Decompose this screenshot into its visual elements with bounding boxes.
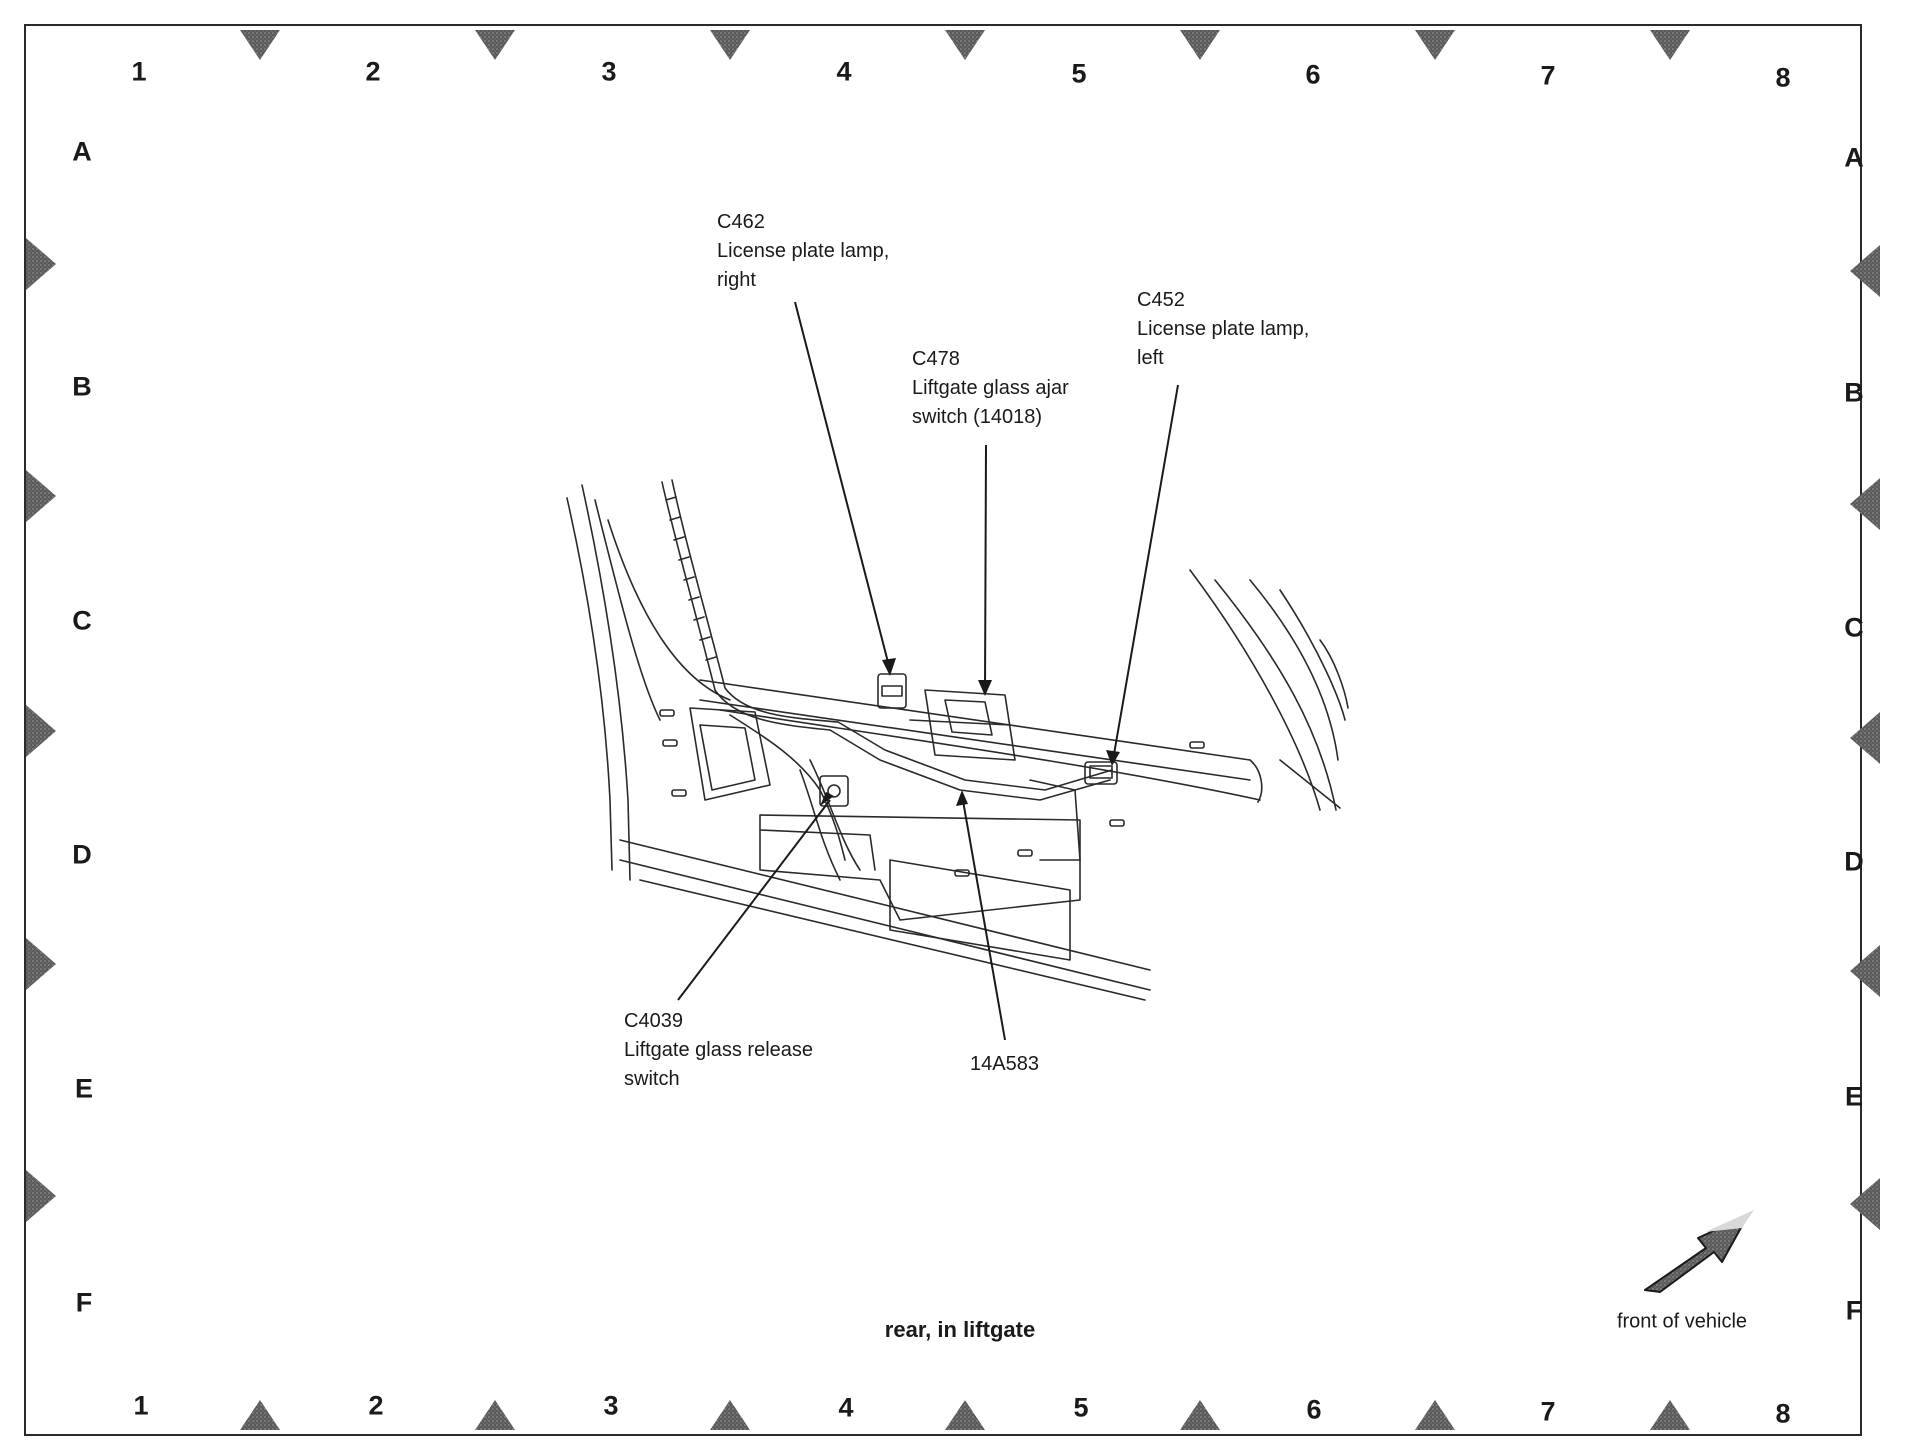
grid-row-d-left: D	[72, 839, 92, 870]
grid-col-6-top: 6	[1305, 59, 1321, 90]
grid-row-b-left: B	[72, 371, 92, 402]
front-of-vehicle-label: front of vehicle	[1616, 1310, 1748, 1333]
grid-col-2-bottom: 2	[368, 1390, 384, 1421]
callout-c4039: C4039 Liftgate glass release switch	[624, 1007, 813, 1094]
grid-row-e-right: E	[1844, 1081, 1864, 1112]
grid-col-3-bottom: 3	[603, 1390, 619, 1421]
connector-id: C452	[1137, 289, 1185, 311]
harness-id: 14A583	[970, 1053, 1039, 1075]
grid-markers	[26, 30, 1880, 1430]
callout-c462: C462 License plate lamp, right	[717, 208, 889, 295]
grid-row-f-right: F	[1845, 1295, 1863, 1326]
grid-row-b-right: B	[1844, 377, 1864, 408]
connector-desc-line2: switch (14018)	[912, 406, 1043, 428]
grid-row-c-right: C	[1844, 612, 1864, 643]
grid-row-a-right: A	[1844, 142, 1864, 173]
grid-col-5-top: 5	[1071, 58, 1087, 89]
leader-14a583	[961, 794, 1006, 1041]
leader-lines	[677, 301, 1179, 1041]
leader-c478	[984, 444, 987, 691]
connector-desc-line2: right	[717, 269, 756, 291]
grid-col-1-top: 1	[131, 56, 147, 87]
connector-id: C478	[912, 348, 960, 370]
connector-desc-line2: switch	[624, 1068, 680, 1090]
grid-col-5-bottom: 5	[1073, 1392, 1089, 1423]
grid-col-1-bottom: 1	[133, 1390, 149, 1421]
callout-c452: C452 License plate lamp, left	[1137, 286, 1309, 373]
diagram-caption: rear, in liftgate	[884, 1317, 1036, 1342]
grid-row-c-left: C	[72, 605, 92, 636]
grid-row-a-left: A	[72, 136, 92, 167]
grid-col-3-top: 3	[601, 56, 617, 87]
grid-row-e-left: E	[74, 1073, 94, 1104]
connector-desc-line2: left	[1137, 347, 1164, 369]
connector-desc-line1: License plate lamp,	[717, 240, 890, 262]
callout-14a583: 14A583	[970, 1050, 1039, 1079]
connector-desc-line1: Liftgate glass release	[624, 1039, 814, 1061]
grid-col-7-top: 7	[1540, 60, 1556, 91]
grid-col-7-bottom: 7	[1540, 1396, 1556, 1427]
connector-desc-line1: License plate lamp,	[1137, 318, 1310, 340]
leader-c462	[794, 301, 891, 671]
grid-row-f-left: F	[75, 1287, 93, 1318]
front-arrow-icon	[1644, 1210, 1754, 1293]
connector-id: C4039	[624, 1010, 683, 1032]
liftgate-illustration	[566, 479, 1349, 1001]
grid-col-6-bottom: 6	[1306, 1394, 1322, 1425]
connector-id: C462	[717, 211, 765, 233]
grid-col-8-top: 8	[1775, 62, 1791, 93]
grid-col-2-top: 2	[365, 56, 381, 87]
leader-c452	[1112, 384, 1179, 761]
grid-row-d-right: D	[1844, 846, 1864, 877]
connector-desc-line1: Liftgate glass ajar	[912, 377, 1069, 399]
leader-arrowheads	[820, 658, 1120, 806]
grid-col-8-bottom: 8	[1775, 1398, 1791, 1429]
callout-c478: C478 Liftgate glass ajar switch (14018)	[912, 345, 1069, 432]
leader-c4039	[677, 799, 831, 1001]
grid-col-4-top: 4	[836, 56, 852, 87]
grid-col-4-bottom: 4	[838, 1392, 854, 1423]
